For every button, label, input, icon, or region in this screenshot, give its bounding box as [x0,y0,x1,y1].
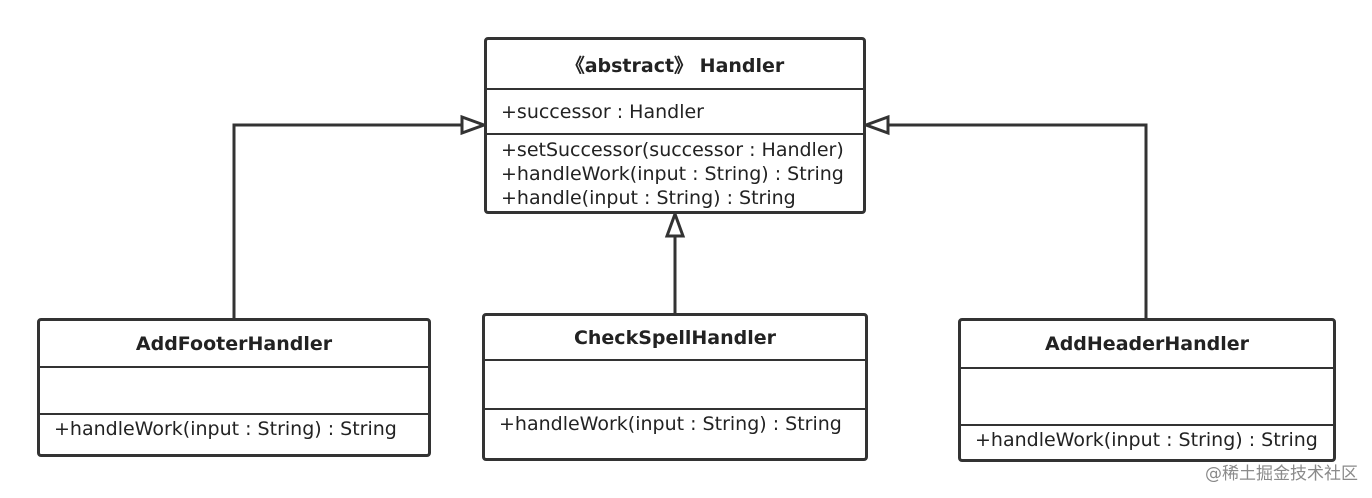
attributes-compartment [485,359,865,408]
class-name: AddHeaderHandler [1045,333,1249,355]
attribute-successor: +successor : Handler [501,101,704,123]
generalization-line-add-header [888,123,1148,318]
attributes-compartment [961,367,1333,424]
class-add-header-handler[interactable]: AddHeaderHandler +handleWork(input : Str… [958,318,1336,462]
class-name: AddFooterHandler [135,332,333,355]
attributes-compartment [40,366,428,413]
method-handle-work: +handleWork(input : String) : String [975,429,1318,451]
class-name: CheckSpellHandler [573,326,777,349]
class-add-footer-handler[interactable]: AddFooterHandler +handleWork(input : Str… [37,318,431,457]
generalization-arrowhead-add-header [861,114,890,136]
generalization-arrowhead-check-spell [664,209,686,238]
method-handle-work: +handleWork(input : String) : String [499,413,842,435]
class-name-compartment: AddFooterHandler [40,321,428,366]
methods-compartment: +handleWork(input : String) : String [485,408,865,458]
method-set-successor: +setSuccessor(successor : Handler) [501,139,844,161]
methods-compartment: +setSuccessor(successor : Handler) +hand… [487,133,863,211]
methods-compartment: +handleWork(input : String) : String [961,424,1333,459]
method-handle: +handle(input : String) : String [501,187,796,209]
class-handler[interactable]: 《abstract》 Handler +successor : Handler … [484,37,866,214]
class-name-compartment: 《abstract》 Handler [487,40,863,88]
generalization-arrowhead-add-footer [460,114,489,136]
watermark: @稀土掘金技术社区 [1205,464,1358,484]
methods-compartment: +handleWork(input : String) : String [40,413,428,454]
method-handle-work: +handleWork(input : String) : String [501,163,844,185]
attributes-compartment: +successor : Handler [487,88,863,133]
class-name: 《abstract》 Handler [565,54,785,77]
class-name-compartment: CheckSpellHandler [485,316,865,359]
class-name-compartment: AddHeaderHandler [961,321,1333,367]
class-check-spell-handler[interactable]: CheckSpellHandler +handleWork(input : St… [482,313,868,461]
method-handle-work: +handleWork(input : String) : String [54,418,397,440]
generalization-line-add-footer [232,123,462,318]
